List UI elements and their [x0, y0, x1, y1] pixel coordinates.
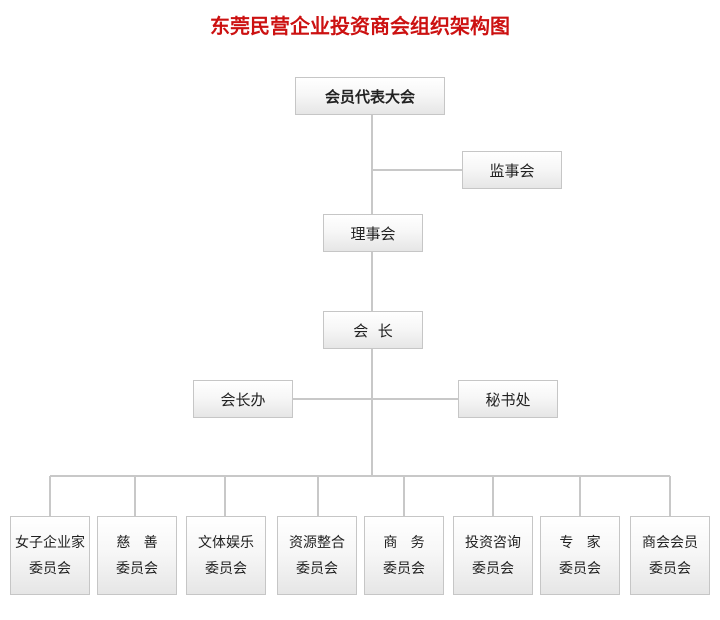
committee-suffix: 委员会	[205, 560, 247, 577]
council-box: 理事会	[323, 214, 423, 252]
committee-name: 商会会员	[642, 534, 698, 551]
chart-title: 东莞民营企业投资商会组织架构图	[210, 14, 510, 38]
committee-box: 商 务 委员会	[364, 516, 444, 595]
committee-name: 资源整合	[289, 534, 345, 551]
committee-box: 专 家 委员会	[540, 516, 620, 595]
committee-name: 投资咨询	[465, 534, 521, 551]
committee-box: 女子企业家 委员会	[10, 516, 90, 595]
committee-suffix: 委员会	[29, 560, 71, 577]
president-office-box: 会长办	[193, 380, 293, 418]
committee-suffix: 委员会	[559, 560, 601, 577]
committee-box: 投资咨询 委员会	[453, 516, 533, 595]
committee-suffix: 委员会	[296, 560, 338, 577]
committee-suffix: 委员会	[649, 560, 691, 577]
committee-name: 慈 善	[116, 534, 158, 551]
secretariat-box: 秘书处	[458, 380, 558, 418]
supervisory-board-box: 监事会	[462, 151, 562, 189]
committee-name: 文体娱乐	[198, 534, 254, 551]
committee-name: 商 务	[383, 534, 425, 551]
committee-box: 商会会员 委员会	[630, 516, 710, 595]
committee-suffix: 委员会	[472, 560, 514, 577]
president-box: 会 长	[323, 311, 423, 349]
committee-name: 专 家	[559, 534, 601, 551]
committee-box: 资源整合 委员会	[277, 516, 357, 595]
committee-box: 文体娱乐 委员会	[186, 516, 266, 595]
assembly-box: 会员代表大会	[295, 77, 445, 115]
committee-box: 慈 善 委员会	[97, 516, 177, 595]
committee-suffix: 委员会	[383, 560, 425, 577]
committee-suffix: 委员会	[116, 560, 158, 577]
committee-name: 女子企业家	[15, 534, 85, 551]
